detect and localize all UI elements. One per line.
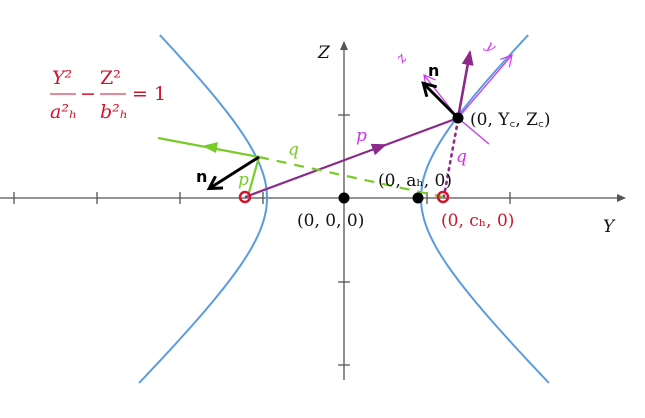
focus-left <box>238 190 252 204</box>
green-q-dashed <box>258 155 444 199</box>
equation-den1: a²ₕ <box>50 101 77 123</box>
normal-arrow-left <box>210 155 260 188</box>
local-z-label: z <box>393 50 411 67</box>
equation-num2: Z² <box>100 67 121 89</box>
hyperbola-left-branch <box>138 34 268 384</box>
focus-right <box>436 190 450 204</box>
ray-p-segment-2 <box>379 116 459 149</box>
vertex-label: (0, aₕ, 0) <box>378 171 452 191</box>
tangent-line <box>457 117 490 145</box>
p-label-green: p <box>238 170 249 190</box>
n-label-left: n <box>196 167 207 186</box>
z-axis-label: Z <box>317 43 331 63</box>
q-dotted-line <box>442 118 460 198</box>
equation-minus: − <box>80 83 96 105</box>
ray-p-segment-1 <box>244 143 387 199</box>
equation-num1: Y² <box>52 67 72 89</box>
reflected-ray <box>456 50 474 119</box>
q-label-green: q <box>288 140 299 160</box>
hyperbola-right-branch <box>420 34 550 384</box>
vertex-point <box>412 192 424 204</box>
origin-label: (0, 0, 0) <box>297 211 364 231</box>
local-y-axis-tangent <box>488 54 512 144</box>
axis-ticks <box>13 114 511 366</box>
normal-arrow-right <box>424 84 460 120</box>
equation-rhs: = 1 <box>132 83 166 105</box>
n-label-right: n <box>428 61 439 80</box>
contact-point <box>452 112 464 124</box>
equation-den2: b²ₕ <box>100 101 128 123</box>
green-p-line <box>246 156 261 197</box>
contact-label: (0, Y꜀, Z꜀) <box>470 110 551 130</box>
y-axis-label: Y <box>603 217 616 237</box>
origin-point <box>338 192 350 204</box>
local-y-axis <box>457 54 513 119</box>
focus-label: (0, cₕ, 0) <box>441 211 514 231</box>
q-label-purple: q <box>456 147 467 167</box>
green-arrowhead <box>202 142 218 153</box>
local-y-label: y <box>482 37 500 56</box>
p-label-purple: p <box>356 126 367 146</box>
